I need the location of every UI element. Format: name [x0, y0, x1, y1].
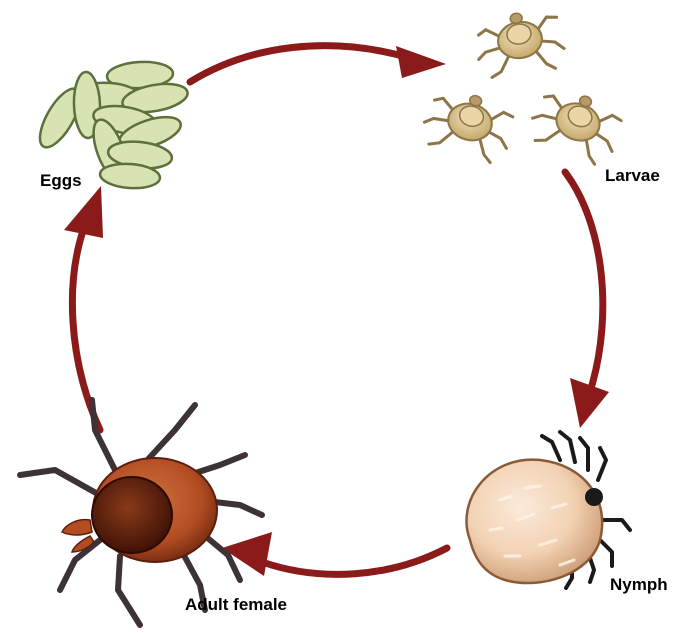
nymph-label: Nymph — [610, 575, 668, 594]
nymph-illustration — [465, 430, 632, 590]
larva — [531, 94, 623, 166]
larvae-label: Larvae — [605, 166, 660, 185]
eggs-illustration — [38, 60, 189, 190]
arrow-eggs-to-larvae — [186, 42, 446, 86]
arrow-nymph-to-adult — [222, 532, 451, 578]
adult-female-illustration — [17, 397, 265, 628]
larvae-illustration — [422, 12, 623, 166]
adult-female-label: Adult female — [185, 595, 288, 614]
eggs-label: Eggs — [40, 171, 82, 190]
larva — [422, 94, 515, 165]
arrow-adult-to-eggs — [64, 186, 104, 434]
arrow-larvae-to-nymph — [561, 168, 609, 428]
larva — [477, 12, 566, 79]
